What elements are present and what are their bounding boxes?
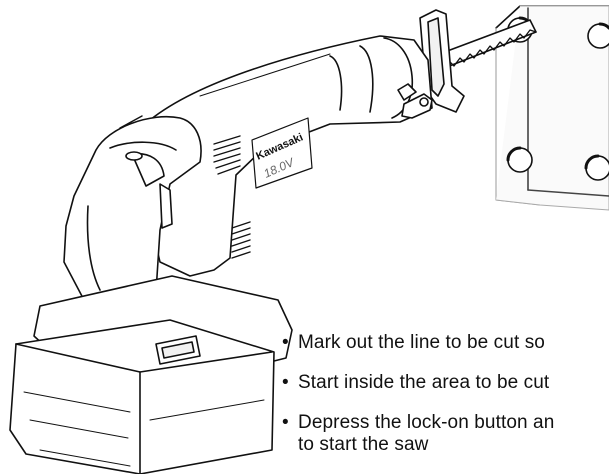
step-depress-lock: Depress the lock-on button an to start t… bbox=[282, 412, 609, 456]
saw-body bbox=[149, 35, 433, 277]
step-depress-lock-line-1: Depress the lock-on button an bbox=[298, 412, 555, 433]
battery-pack bbox=[9, 275, 293, 474]
saw-handle bbox=[63, 116, 202, 311]
instruction-steps: Mark out the line to be cut so Start ins… bbox=[282, 332, 609, 474]
step-depress-lock-line-2: to start the saw bbox=[298, 434, 429, 455]
brand-plate bbox=[251, 117, 313, 189]
workpiece-panel bbox=[495, 5, 609, 211]
step-start-inside: Start inside the area to be cut bbox=[282, 372, 609, 394]
step-mark-line: Mark out the line to be cut so bbox=[282, 332, 609, 354]
